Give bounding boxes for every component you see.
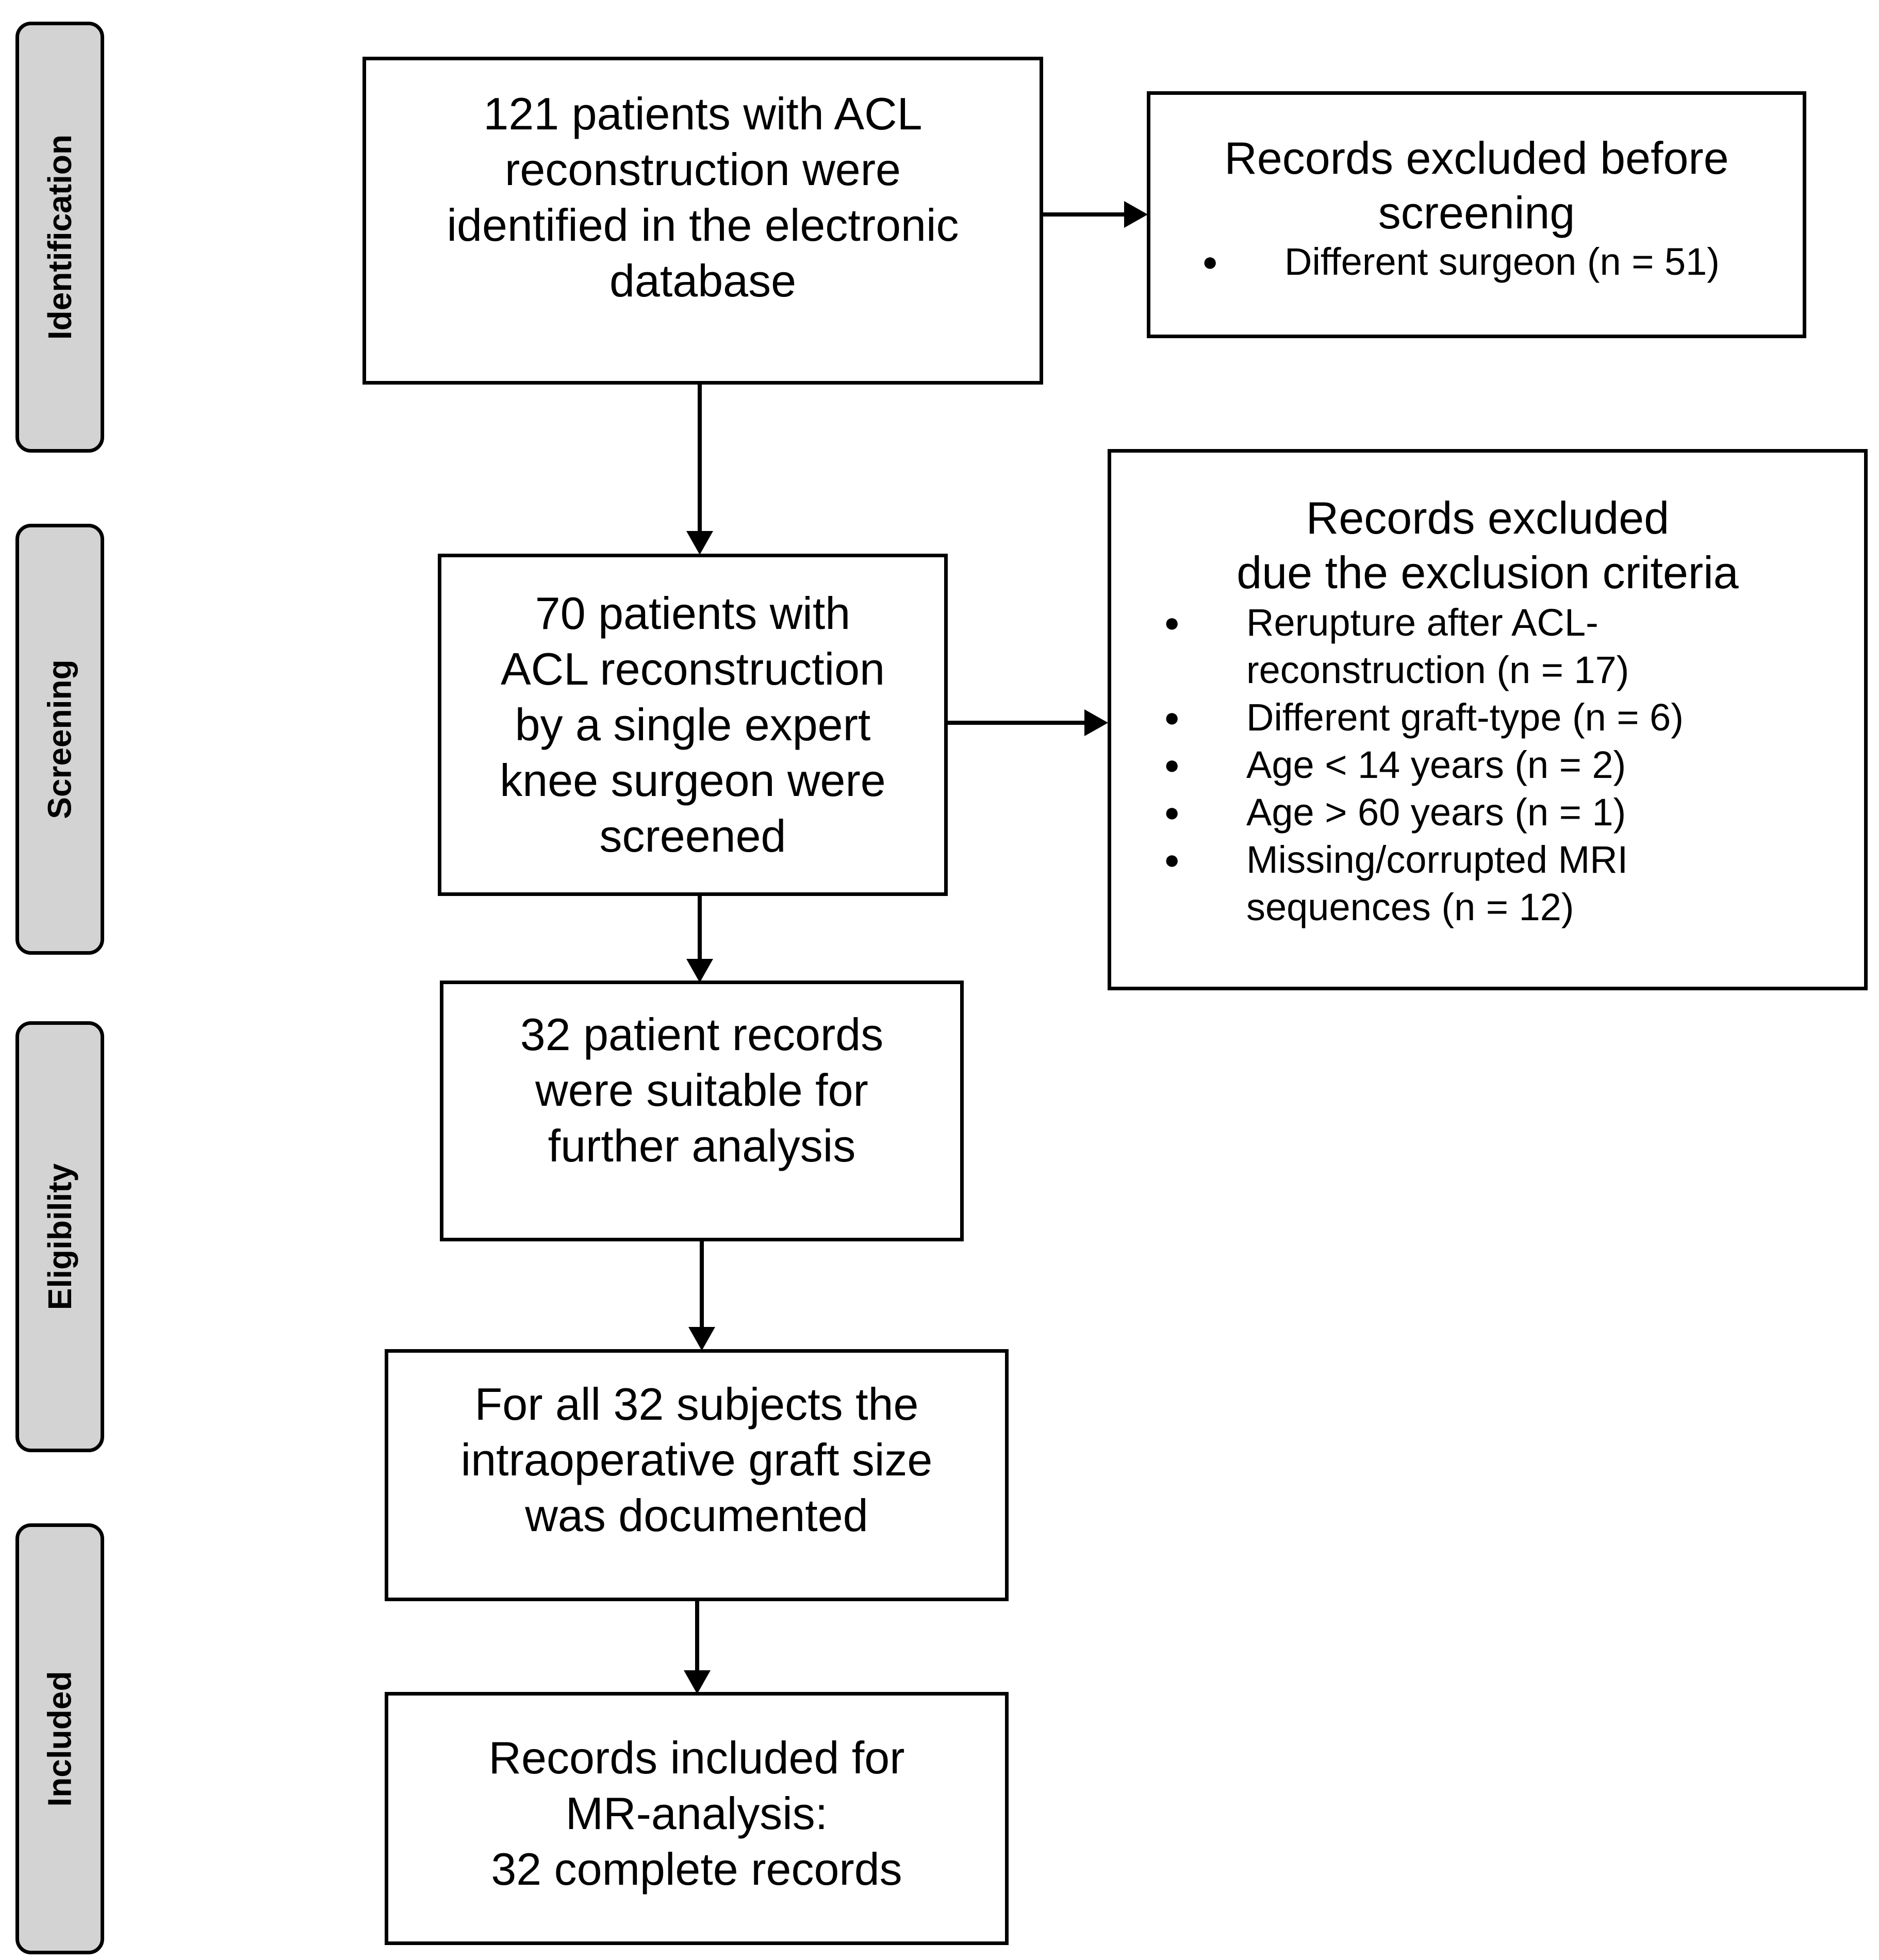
- excluded-criteria-box: Records excluded due the exclusion crite…: [1108, 449, 1868, 990]
- arrowhead: [684, 1670, 711, 1694]
- box-line: knee surgeon were: [500, 755, 886, 806]
- list-item-text: Different graft-type (n = 6): [1246, 696, 1684, 739]
- bullet-icon: ●: [1164, 608, 1180, 638]
- bullet-icon: ●: [1164, 703, 1180, 733]
- included-box: Records included for MR-analysis: 32 com…: [385, 1692, 1009, 1945]
- list-item: ● Rerupture after ACL-: [1164, 599, 1864, 646]
- bullet-icon: ●: [1202, 247, 1218, 277]
- arrowhead: [686, 531, 713, 555]
- stage-identification: Identification: [15, 22, 104, 453]
- box-line: Records included for: [488, 1732, 905, 1783]
- list-item: ● Different surgeon (n = 51): [1202, 238, 1803, 286]
- box-line: 32 complete records: [491, 1843, 902, 1895]
- arrowhead: [688, 1327, 715, 1351]
- excluded-before-title: Records excluded before screening: [1150, 131, 1803, 240]
- list-item: ● Missing/corrupted MRI: [1164, 836, 1864, 884]
- stage-screening: Screening: [15, 524, 104, 955]
- excluded-criteria-list: ● Rerupture after ACL- reconstruction (n…: [1164, 599, 1864, 931]
- box-line: intraoperative graft size: [460, 1434, 933, 1485]
- list-item: ● Different graft-type (n = 6): [1164, 694, 1864, 741]
- list-item-text: reconstruction (n = 17): [1246, 649, 1629, 691]
- excluded-criteria-title: Records excluded due the exclusion crite…: [1111, 491, 1864, 600]
- arrowhead: [1084, 709, 1108, 736]
- box-line: reconstruction were: [505, 144, 901, 195]
- list-item: ● Age < 14 years (n = 2): [1164, 741, 1864, 789]
- bullet-icon: ●: [1164, 750, 1180, 780]
- arrowhead: [686, 959, 713, 983]
- graft-size-box: For all 32 subjects the intraoperative g…: [385, 1349, 1009, 1601]
- title-line: due the exclusion criteria: [1237, 547, 1739, 598]
- box-line: For all 32 subjects the: [474, 1378, 919, 1430]
- bullet-icon: ●: [1164, 798, 1180, 827]
- stage-eligibility: Eligibility: [15, 1021, 104, 1452]
- suitable-box: 32 patient records were suitable for fur…: [440, 981, 964, 1241]
- box-line: 70 patients with: [535, 588, 851, 639]
- box-line: was documented: [525, 1489, 868, 1541]
- list-item: reconstruction (n = 17): [1246, 646, 1864, 694]
- box-line: by a single expert: [515, 699, 871, 750]
- list-item: sequences (n = 12): [1246, 884, 1864, 931]
- list-item-text: Missing/corrupted MRI: [1246, 838, 1628, 881]
- title-line: screening: [1378, 187, 1575, 238]
- stage-included: Included: [15, 1523, 104, 1954]
- list-item-text: sequences (n = 12): [1246, 886, 1574, 928]
- screened-box: 70 patients with ACL reconstruction by a…: [438, 554, 948, 896]
- bullet-icon: ●: [1164, 845, 1180, 875]
- excluded-before-list: ● Different surgeon (n = 51): [1202, 238, 1803, 286]
- list-item-text: Age < 14 years (n = 2): [1246, 743, 1626, 786]
- list-item-text: Rerupture after ACL-: [1246, 601, 1598, 644]
- box-line: ACL reconstruction: [500, 643, 885, 694]
- arrowhead: [1124, 201, 1148, 228]
- box-line: database: [609, 255, 797, 306]
- box-line: 32 patient records: [520, 1009, 884, 1060]
- title-line: Records excluded before: [1224, 132, 1729, 184]
- title-line: Records excluded: [1306, 492, 1670, 543]
- identified-box: 121 patients with ACL reconstruction wer…: [362, 57, 1043, 385]
- box-line: were suitable for: [535, 1065, 868, 1116]
- box-line: MR-analysis:: [565, 1787, 828, 1839]
- list-item-text: Different surgeon (n = 51): [1284, 240, 1720, 283]
- list-item: ● Age > 60 years (n = 1): [1164, 789, 1864, 836]
- box-line: further analysis: [548, 1120, 856, 1171]
- box-line: identified in the electronic: [447, 200, 959, 251]
- list-item-text: Age > 60 years (n = 1): [1246, 791, 1626, 834]
- excluded-before-screening-box: Records excluded before screening ● Diff…: [1147, 91, 1806, 338]
- box-line: 121 patients with ACL: [483, 88, 922, 139]
- box-line: screened: [599, 810, 786, 861]
